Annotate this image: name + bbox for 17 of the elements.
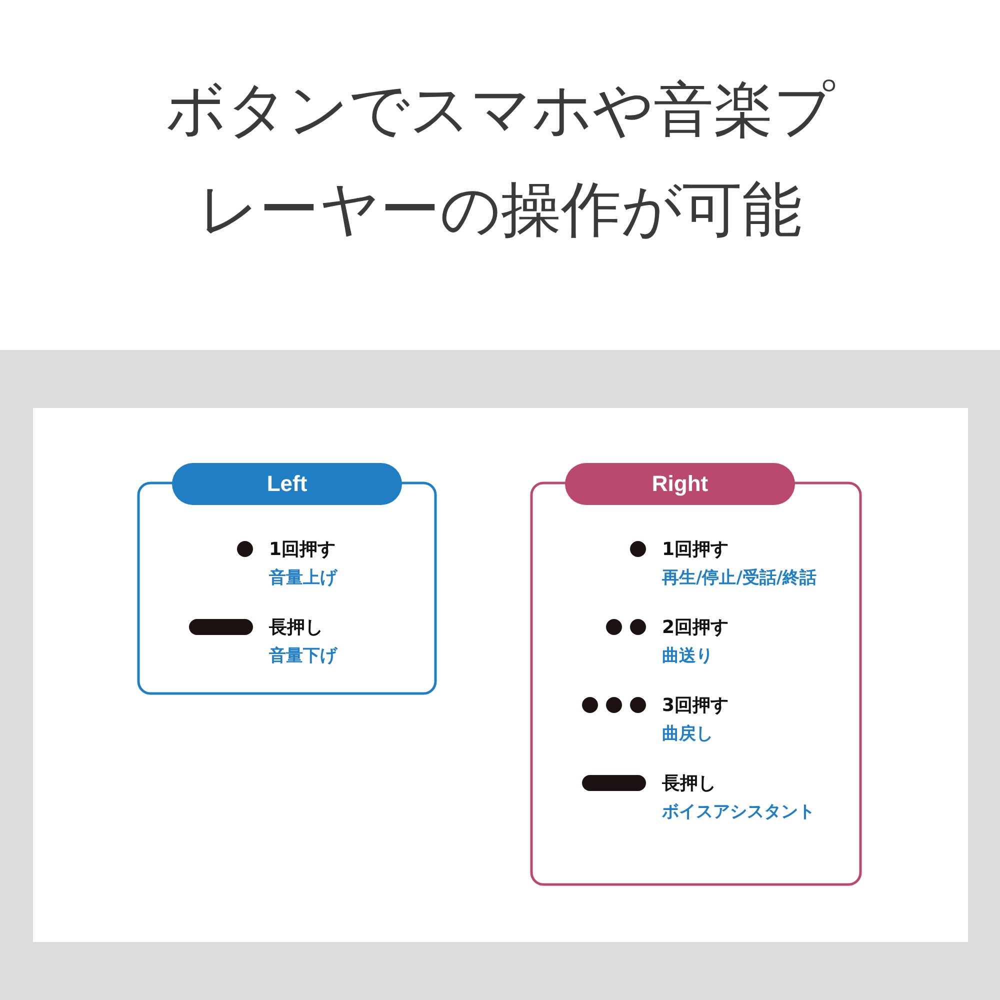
function-label: 曲送り — [662, 645, 713, 667]
press-instruction: 1回押す — [269, 538, 336, 561]
function-label: 音量下げ — [269, 645, 337, 667]
press-instruction: 1回押す — [662, 538, 729, 561]
press-instruction: 3回押す — [662, 694, 729, 717]
button-guide-card — [137, 463, 437, 695]
press-instruction: 長押し — [269, 616, 323, 639]
button-guide-card — [530, 463, 862, 886]
function-label: 音量上げ — [269, 567, 337, 589]
page-title: ボタンでスマホや音楽プレーヤーの操作が可能 — [164, 74, 836, 247]
press-instruction: 2回押す — [662, 616, 729, 639]
press-instruction: 長押し — [662, 772, 716, 795]
panel-heading: Right — [565, 463, 795, 505]
function-label: 再生/停止/受話/終話 — [662, 567, 817, 589]
panel-heading: Left — [172, 463, 402, 505]
function-label: ボイスアシスタント — [662, 801, 815, 823]
function-label: 曲戻し — [662, 723, 713, 745]
